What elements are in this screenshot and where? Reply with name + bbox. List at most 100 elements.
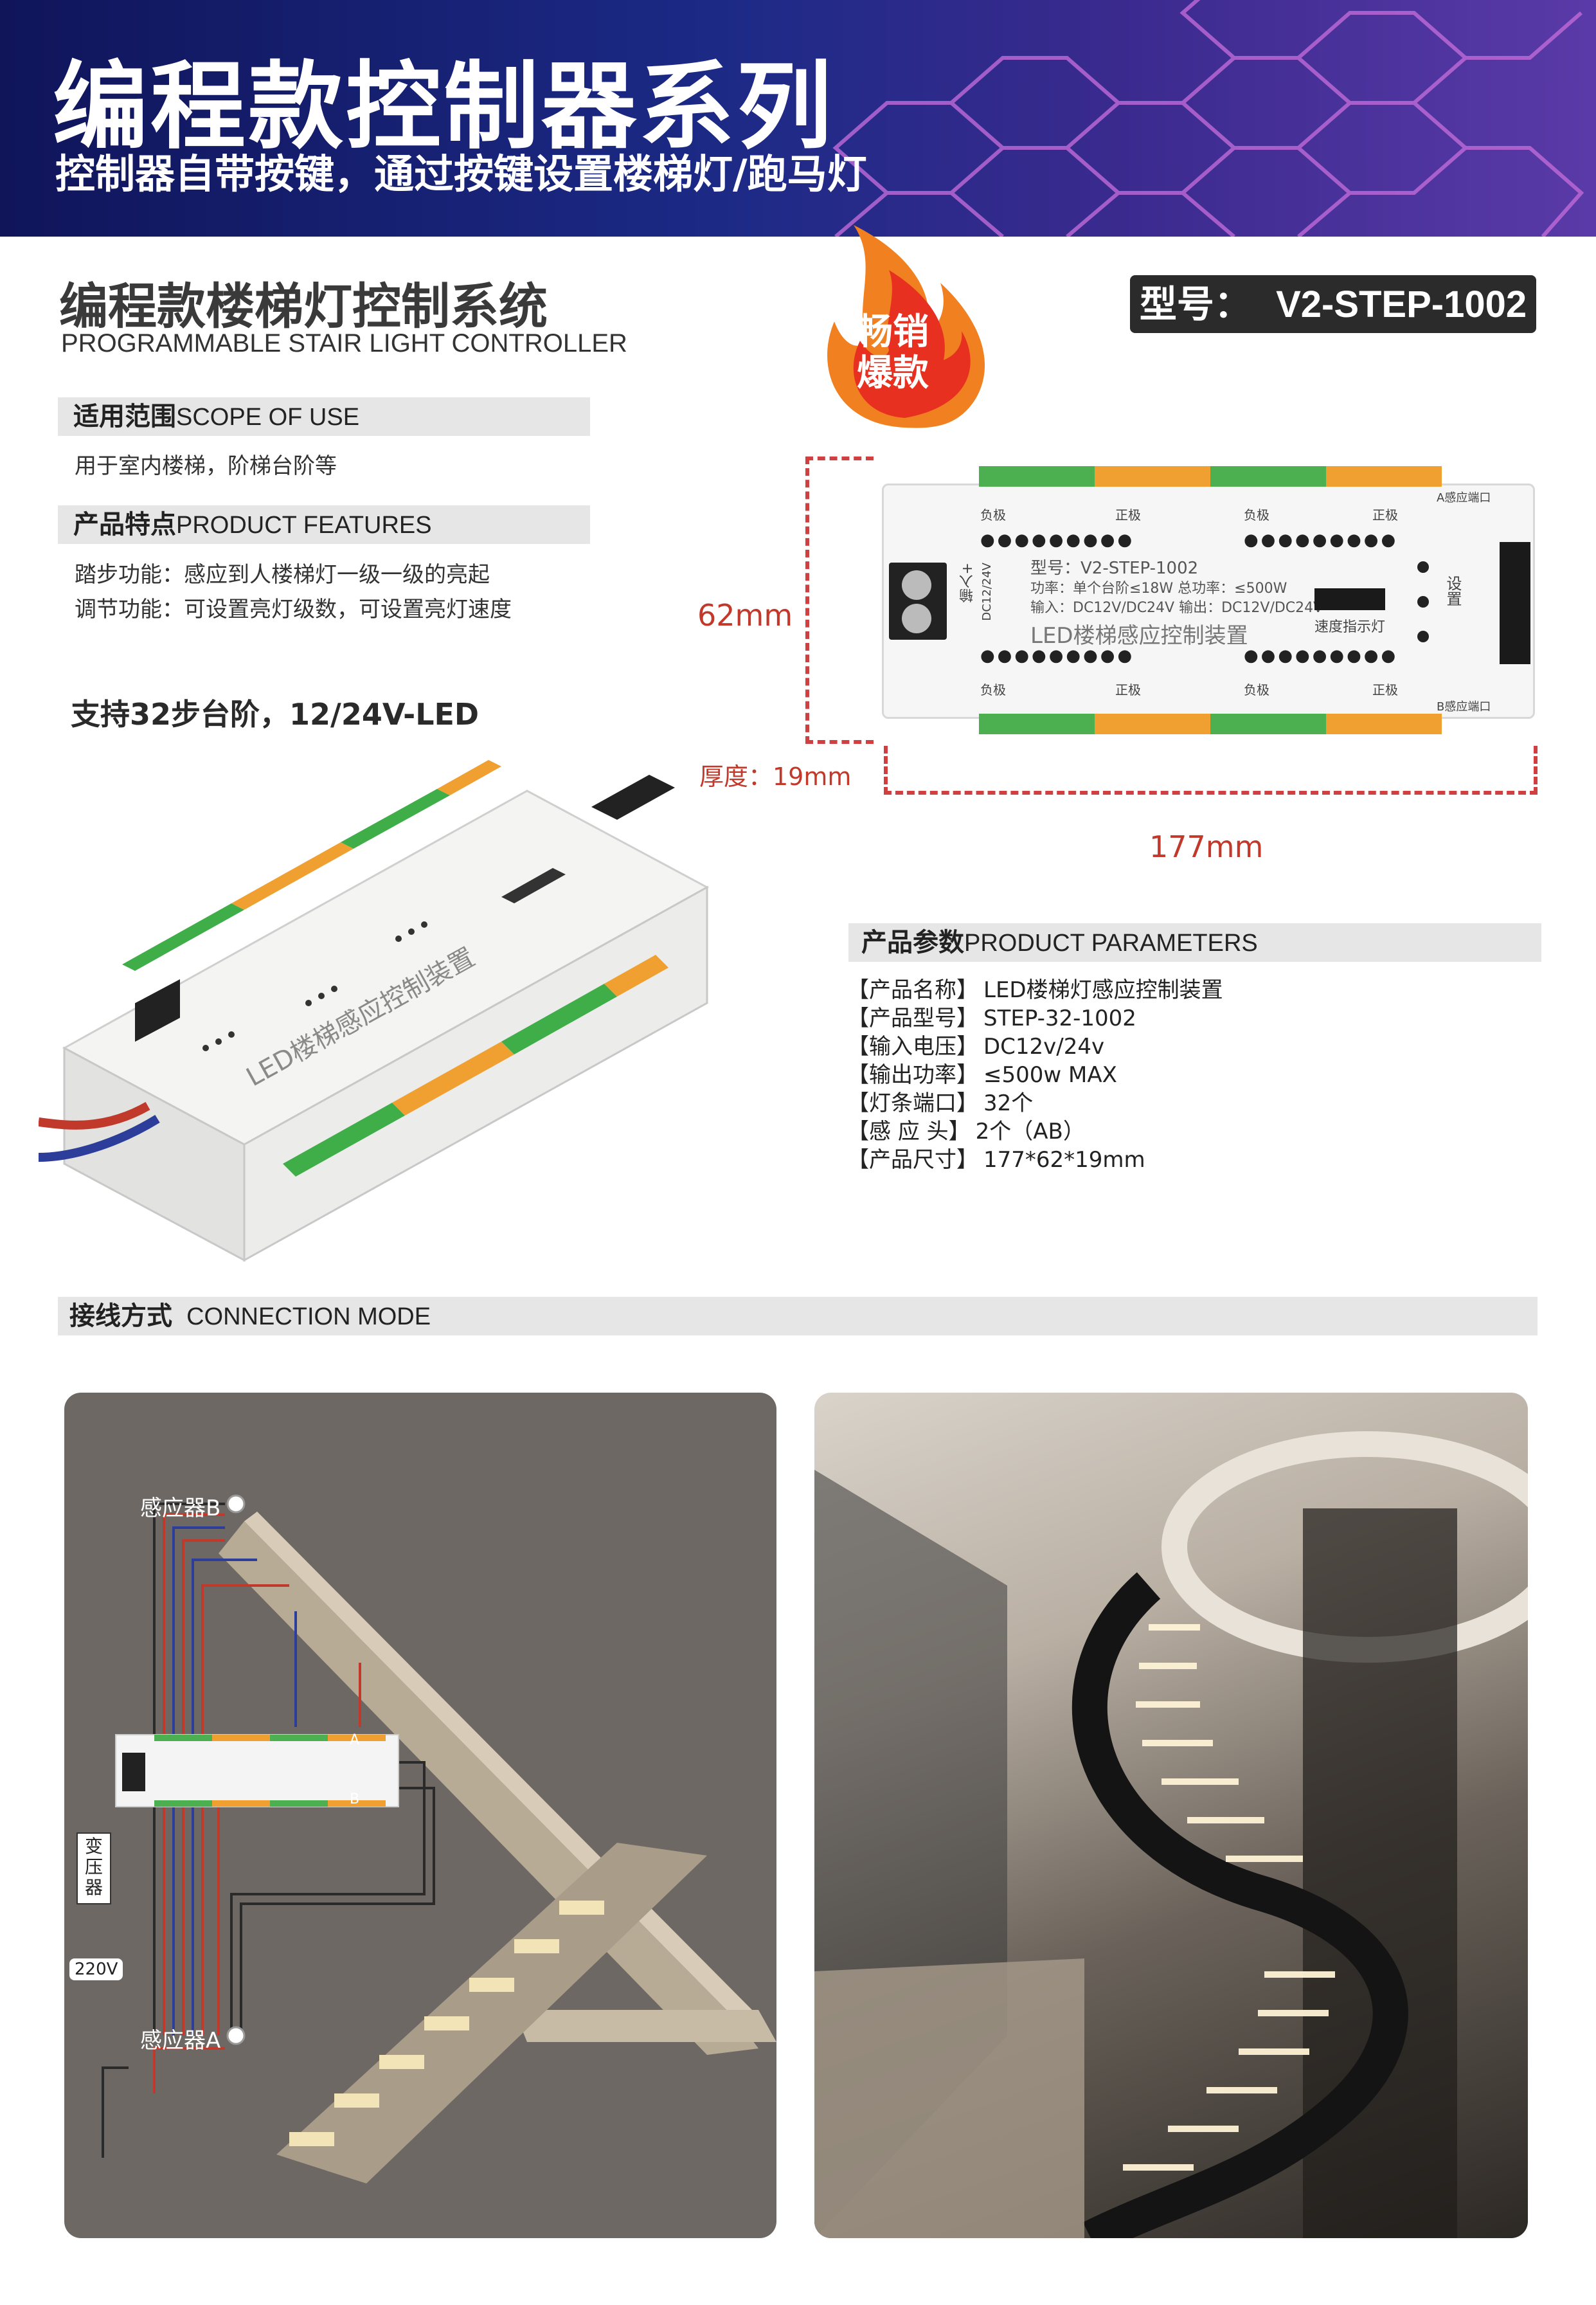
terminal-block-green: [1210, 714, 1326, 734]
param-label: 【灯条端口】: [847, 1090, 978, 1116]
param-value: LED楼梯灯感应控制装置: [983, 977, 1223, 1003]
params-list: 【产品名称】LED楼梯灯感应控制装置 【产品型号】STEP-32-1002 【输…: [847, 972, 1223, 1173]
port-b-label: B: [350, 1791, 360, 1807]
connection-heading-en: CONNECTION MODE: [186, 1303, 431, 1330]
device-power-text: 功率：单个台阶≤18W 总功率：≤500W: [1030, 581, 1287, 597]
page-subtitle: 控制器自带按键，通过按键设置楼梯灯/跑马灯: [55, 150, 867, 197]
terminal-block-green: [979, 466, 1095, 487]
button-icon[interactable]: [1417, 561, 1429, 573]
scope-heading-en: SCOPE OF USE: [176, 404, 360, 431]
terminal-block-orange: [1326, 466, 1442, 487]
staircase-photo: [814, 1393, 1528, 2238]
flame-icon: [827, 225, 985, 428]
neg-label: 负极: [980, 682, 1006, 698]
hot-sale-badge: 畅销 爆款: [809, 212, 1001, 431]
terminal-block-green: [979, 714, 1095, 734]
terminal-block-orange: [1095, 466, 1210, 487]
width-dimension-line: [884, 746, 1538, 795]
wiring-diagram-panel: 感应器B 感应器A 变压器 220V A B: [64, 1393, 776, 2238]
params-heading-en: PRODUCT PARAMETERS: [964, 930, 1258, 957]
header-banner: 编程款控制器系列 控制器自带按键，通过按键设置楼梯灯/跑马灯: [0, 0, 1596, 237]
speed-indicator-label: 速度指示灯: [1314, 619, 1386, 635]
param-value: STEP-32-1002: [983, 1006, 1136, 1031]
voltage-label: 220V: [69, 1958, 123, 1980]
feature-item: 踏步功能：感应到人楼梯灯一级一级的亮起: [75, 562, 490, 588]
sensor-port-connector: [1500, 542, 1530, 664]
pos-label: 正极: [1115, 682, 1141, 698]
button-icon[interactable]: [1417, 631, 1429, 642]
b-port-label: B感应端口: [1437, 700, 1491, 714]
neg-label: 负极: [980, 507, 1006, 523]
param-row: 【灯条端口】32个: [847, 1085, 1223, 1116]
features-heading-cn: 产品特点: [73, 510, 176, 539]
param-row: 【产品型号】STEP-32-1002: [847, 1000, 1223, 1031]
height-dimension-line: [805, 456, 874, 744]
dimension-height: 62mm: [697, 598, 793, 633]
connection-heading-cn: 接线方式: [69, 1301, 172, 1331]
led-display: [1314, 588, 1385, 610]
product-title-en: PROGRAMMABLE STAIR LIGHT CONTROLLER: [61, 329, 627, 357]
dimension-thickness: 厚度：19mm: [699, 763, 852, 791]
param-label: 【输出功率】: [847, 1062, 978, 1088]
dimension-width: 177mm: [1149, 829, 1264, 864]
sensor-a-label: 感应器A: [140, 2028, 221, 2054]
button-icon[interactable]: [1417, 596, 1429, 608]
stair-wiring-illustration: [76, 1494, 776, 2183]
param-row: 【感 应 头】2个（AB）: [847, 1114, 1223, 1144]
transformer-label: 变压器: [84, 1836, 103, 1898]
connection-heading-bar: 接线方式 CONNECTION MODE: [58, 1297, 1538, 1335]
param-row: 【产品尺寸】177*62*19mm: [847, 1142, 1223, 1173]
hexagon-pattern: [832, 0, 1584, 237]
param-value: 32个: [983, 1090, 1034, 1116]
param-value: 2个（AB）: [975, 1119, 1085, 1144]
controller-isometric-illustration: [38, 760, 710, 1262]
pos-label: 正极: [1115, 507, 1141, 523]
param-label: 【产品名称】: [847, 977, 978, 1003]
product-title: 编程款楼梯灯控制系统: [59, 278, 548, 335]
hot-badge-line2: 爆款: [857, 352, 929, 394]
device-name-text: LED楼梯感应控制装置: [1030, 623, 1248, 649]
page-title: 编程款控制器系列: [53, 51, 834, 162]
device-model-text: 型号：V2-STEP-1002: [1030, 559, 1199, 578]
scope-heading-cn: 适用范围: [73, 402, 176, 431]
param-label: 【输入电压】: [847, 1034, 978, 1060]
a-port-label: A感应端口: [1437, 491, 1491, 505]
model-value: V2-STEP-1002: [1276, 284, 1527, 325]
param-row: 【输出功率】≤500w MAX: [847, 1057, 1223, 1088]
support-text: 支持32步台阶，12/24V-LED: [71, 697, 480, 732]
sensor-b-label: 感应器B: [140, 1496, 221, 1521]
param-value: ≤500w MAX: [983, 1062, 1117, 1088]
neg-label: 负极: [1244, 682, 1269, 698]
spiral-staircase-photo: [814, 1431, 1528, 2238]
param-label: 【感 应 头】: [847, 1119, 971, 1144]
feature-item: 调节功能：可设置亮灯级数，可设置亮灯速度: [75, 597, 512, 622]
terminal-block-orange: [1095, 714, 1210, 734]
device-3d-image: LED楼梯感应控制装置: [38, 746, 720, 1267]
port-a-label: A: [350, 1732, 360, 1748]
power-input-terminal: [889, 563, 947, 640]
input-voltage-label: DC12/24V: [980, 563, 994, 621]
model-label: 型号：: [1139, 282, 1251, 326]
device-top-view: 负极 正极 负极 正极 A感应端口 负极 正极 负极 正极 B感应端口 ●●●●…: [882, 466, 1535, 734]
param-value: DC12v/24v: [983, 1034, 1105, 1060]
terminal-block-orange: [1326, 714, 1442, 734]
pos-label: 正极: [1372, 507, 1398, 523]
param-row: 【产品名称】LED楼梯灯感应控制装置: [847, 972, 1223, 1003]
param-row: 【输入电压】DC12v/24v: [847, 1029, 1223, 1060]
set-label: 设置: [1444, 575, 1462, 606]
terminal-block-green: [1210, 466, 1326, 487]
scope-heading-bar: 适用范围SCOPE OF USE: [58, 397, 590, 436]
hot-badge-line1: 畅销: [857, 311, 929, 353]
params-heading-bar: 产品参数PRODUCT PARAMETERS: [848, 923, 1541, 962]
input-label: 输入+: [960, 563, 976, 603]
device-io-text: 输入：DC12V/DC24V 输出：DC12V/DC24V: [1030, 600, 1323, 616]
param-value: 177*62*19mm: [983, 1147, 1145, 1173]
neg-label: 负极: [1244, 507, 1269, 523]
param-label: 【产品型号】: [847, 1006, 978, 1031]
model-badge: 型号： V2-STEP-1002: [1130, 275, 1536, 333]
scope-text: 用于室内楼梯，阶梯台阶等: [75, 453, 337, 479]
pos-label: 正极: [1372, 682, 1398, 698]
features-heading-en: PRODUCT FEATURES: [176, 512, 432, 539]
params-heading-cn: 产品参数: [861, 928, 964, 957]
features-heading-bar: 产品特点PRODUCT FEATURES: [58, 505, 590, 544]
